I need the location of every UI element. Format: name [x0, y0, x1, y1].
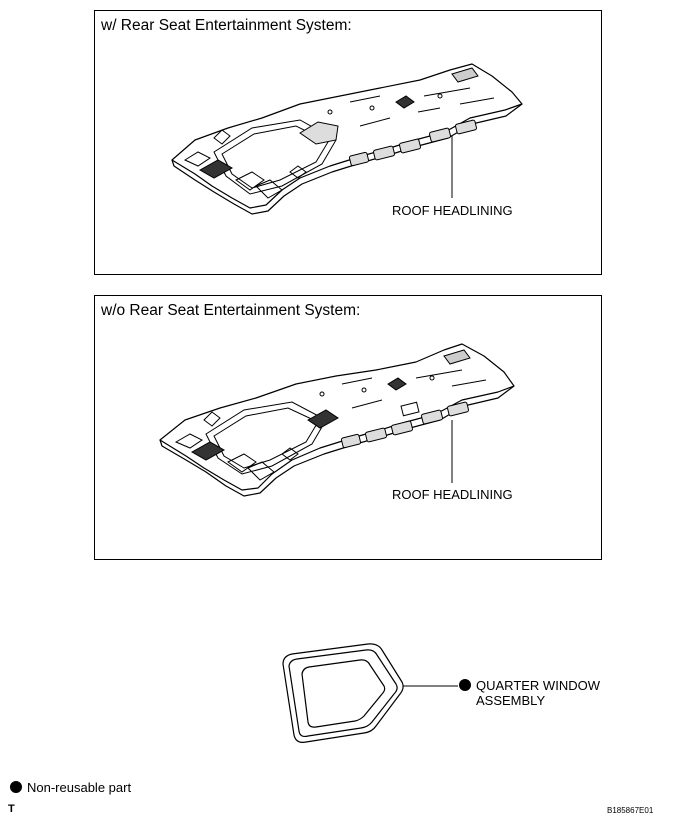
roof-headlining-illustration-with-rse — [171, 63, 523, 215]
roof-headlining-illustration-without-rse — [159, 343, 515, 497]
quarter-window-label: QUARTER WINDOW ASSEMBLY — [476, 678, 600, 708]
roof-headlining-label: ROOF HEADLINING — [392, 203, 513, 218]
legend: Non-reusable part — [10, 780, 131, 795]
panel-title: w/o Rear Seat Entertainment System: — [101, 302, 361, 319]
quarter-window-label-line2: ASSEMBLY — [476, 693, 546, 708]
panel-with-rse: w/ Rear Seat Entertainment System: — [94, 10, 602, 275]
non-reusable-marker — [459, 679, 471, 691]
roof-headlining-label: ROOF HEADLINING — [392, 487, 513, 502]
legend-label: Non-reusable part — [27, 780, 132, 795]
footer-right-code: B185867E01 — [607, 806, 654, 815]
footer-left-code: T — [8, 803, 15, 815]
quarter-window-label-line1: QUARTER WINDOW — [476, 678, 600, 693]
non-reusable-dot-icon — [10, 781, 22, 793]
panel-title: w/ Rear Seat Entertainment System: — [101, 17, 352, 34]
